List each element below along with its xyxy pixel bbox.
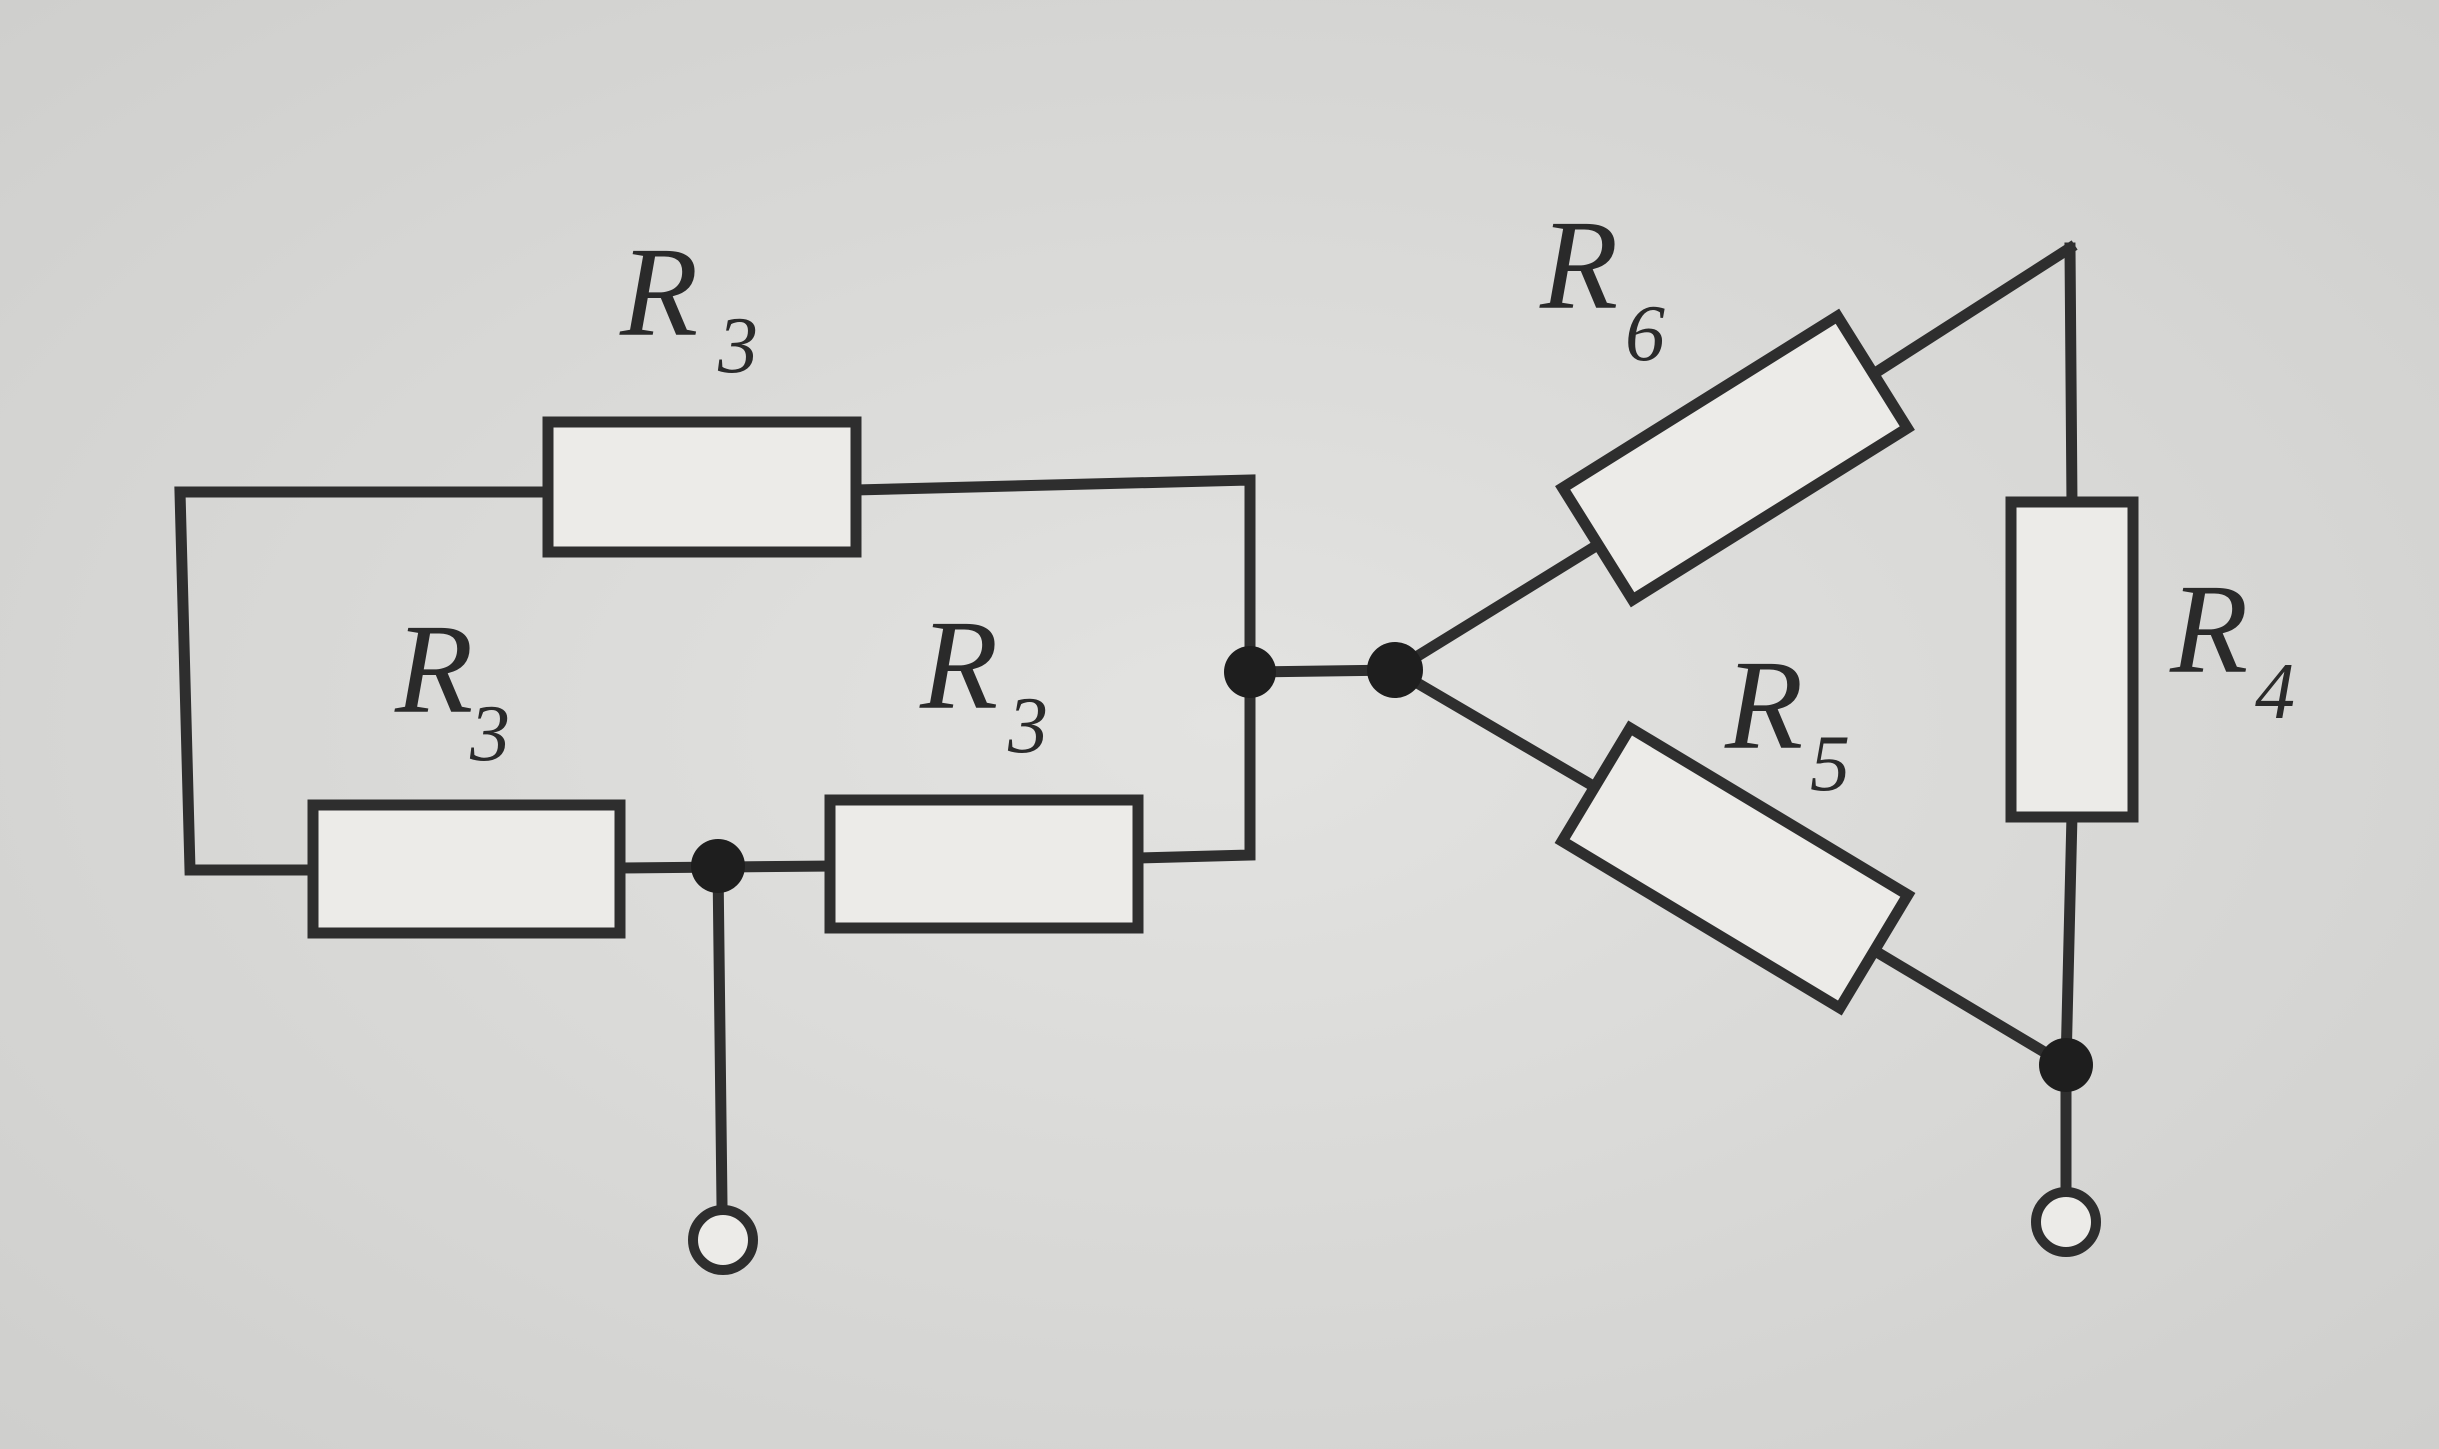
resistor-bottom-left (307, 799, 626, 939)
wire-r6-corner (1864, 240, 2078, 383)
resistor-r6 (1555, 308, 1915, 608)
resistor-r5 (1554, 720, 1916, 1016)
wire-r4-top (2064, 242, 2078, 511)
svg-text:R: R (1539, 194, 1618, 336)
svg-text:R: R (1724, 634, 1803, 776)
svg-text:R: R (919, 594, 998, 736)
label-r4: R 4 (2169, 558, 2295, 736)
svg-text:R: R (2169, 558, 2248, 700)
resistor-r4 (2005, 496, 2139, 823)
junction-node-left (1224, 646, 1276, 698)
terminal-right (2031, 1187, 2101, 1257)
junction-node-bottom (691, 839, 745, 893)
wire-to-r6 (1387, 538, 1604, 678)
svg-text:R: R (619, 221, 698, 363)
wire-r5-node (1862, 940, 2074, 1073)
svg-text:3: 3 (1007, 682, 1048, 770)
wire-top-left (174, 486, 551, 876)
wire-to-r5 (1387, 662, 1608, 798)
svg-text:R: R (394, 598, 473, 740)
svg-text:6: 6 (1625, 290, 1665, 378)
terminal-left (688, 1205, 758, 1275)
resistor-top (542, 416, 862, 558)
label-r-bottom-left: R 3 (394, 598, 510, 778)
svg-text:5: 5 (1810, 720, 1850, 808)
svg-text:3: 3 (469, 690, 510, 778)
junction-node-right (2039, 1038, 2093, 1092)
svg-text:3: 3 (717, 302, 758, 390)
wire-r4-bottom (2060, 809, 2078, 1071)
resistor-bottom-mid (824, 794, 1144, 934)
wire-to-left-terminal (712, 860, 728, 1211)
svg-text:4: 4 (2255, 648, 2295, 736)
junction-node-star (1367, 642, 1423, 698)
label-r-top: R 3 (619, 221, 758, 390)
label-r-bottom-mid: R 3 (919, 594, 1048, 770)
label-r6: R 6 (1539, 194, 1665, 378)
label-r5: R 5 (1724, 634, 1850, 808)
